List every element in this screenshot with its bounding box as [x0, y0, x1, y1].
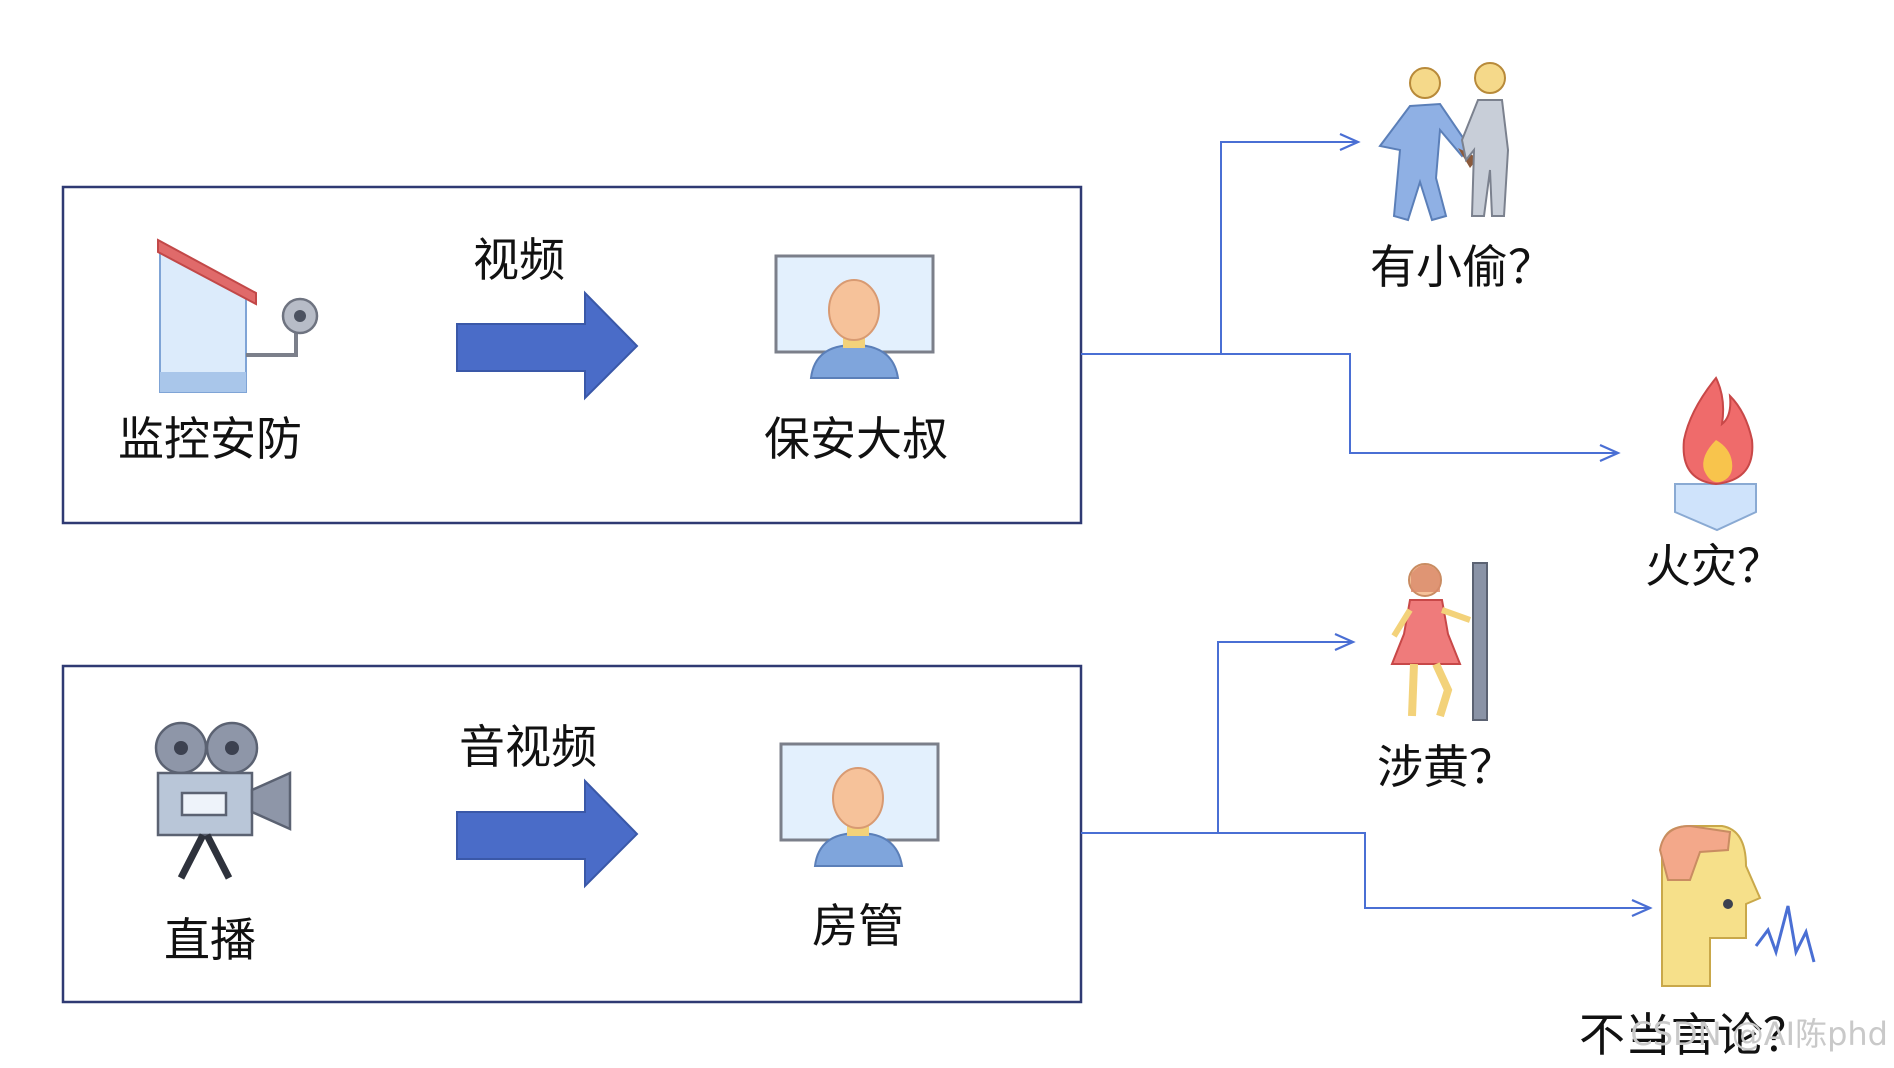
top-source-label: 监控安防	[118, 412, 302, 466]
monitor-person-icon	[779, 742, 940, 867]
connector-to-speech	[1218, 832, 1653, 918]
connector-to-porn	[1081, 632, 1356, 834]
movie-camera-icon	[154, 721, 292, 880]
speaking-head-icon	[1658, 824, 1816, 987]
bottom-reviewer-label: 房管	[812, 899, 904, 953]
connector-to-thief	[1081, 132, 1361, 355]
top-reviewer-label: 保安大叔	[764, 412, 948, 466]
top-video-arrow	[456, 290, 639, 401]
connector-to-fire	[1221, 353, 1621, 463]
monitor-person-icon	[774, 254, 935, 379]
fire-label: 火灾？	[1645, 539, 1783, 593]
thief-icon	[1378, 62, 1510, 222]
watermark: CSDN @AI陈phd	[1630, 1015, 1888, 1053]
thief-label: 有小偷？	[1370, 240, 1554, 294]
porn-label: 涉黄？	[1377, 740, 1515, 794]
fire-icon	[1674, 376, 1757, 532]
bottom-source-label: 直播	[164, 913, 256, 967]
speech-label: 不当言论？	[1579, 1008, 1809, 1062]
pole-dancer-icon	[1390, 562, 1488, 721]
top-arrow-label: 视频	[473, 233, 565, 287]
house-camera-icon	[157, 238, 319, 393]
bottom-video-arrow	[456, 778, 639, 889]
bottom-arrow-label: 音视频	[459, 720, 597, 774]
